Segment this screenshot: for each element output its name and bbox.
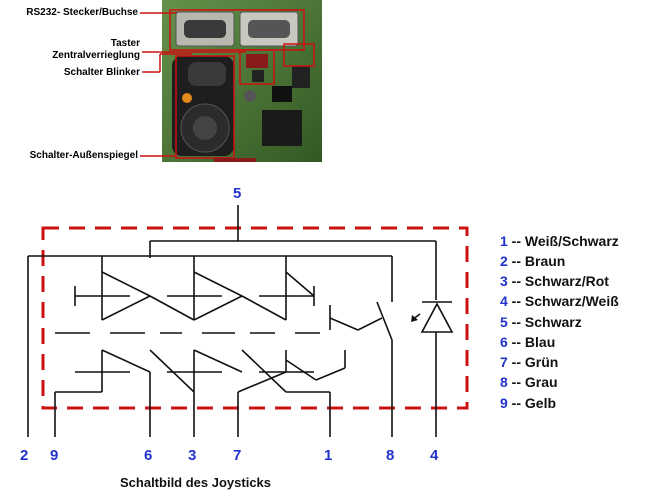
callout-schalter-blinker: Schalter Blinker [63,67,140,78]
taster-highlight [239,49,275,85]
legend-item: 3 -- Schwarz/Rot [500,273,609,289]
pin-label: 3 [188,447,196,464]
rs232-highlight [169,9,305,51]
legend-item: 1 -- Weiß/Schwarz [500,233,619,249]
pin-label: 2 [20,447,28,464]
schematic-caption: Schaltbild des Joysticks [120,475,271,490]
legend-item: 2 -- Braun [500,253,565,269]
pin-label: 1 [324,447,332,464]
led-diode-icon [411,301,454,437]
pin-top: 5 [233,185,241,202]
callout-zentralverriegelung: Zentralverrieglung [52,50,140,61]
wire-color-legend: 1 -- Weiß/Schwarz 2 -- Braun 3 -- Schwar… [500,233,619,411]
pin-label: 6 [144,447,152,464]
pin-label: 9 [50,447,58,464]
legend-item: 5 -- Schwarz [500,314,582,330]
board-photo [140,0,322,162]
switch-block-2 [149,271,243,437]
legend-item: 4 -- Schwarz/Weiß [500,293,619,309]
callout-rs232: RS232- Stecker/Buchse [26,7,138,18]
switch-block-3 [237,271,346,437]
callout-taster: Taster [110,38,140,49]
legend-item: 9 -- Gelb [500,395,556,411]
legend-item: 7 -- Grün [500,354,558,370]
legend-item: 6 -- Blau [500,334,555,350]
push-switch [329,301,393,437]
joystick-schematic: 5 2 9 6 3 7 1 8 4 Schaltbild des Joystic… [20,185,619,490]
pin-label: 4 [430,447,439,464]
switch-block-1 [54,271,151,437]
pin-label: 8 [386,447,394,464]
board-photo-panel: RS232- Stecker/Buchse Taster Zentralverr… [0,0,649,175]
enclosure-border [41,226,469,410]
legend-item: 8 -- Grau [500,374,558,390]
pin-label: 7 [233,447,241,464]
mirror-switch-highlight [175,55,235,159]
callout-schalter-aussenspiegel: Schalter-Außenspiegel [29,150,138,161]
common-wiring [27,205,437,437]
